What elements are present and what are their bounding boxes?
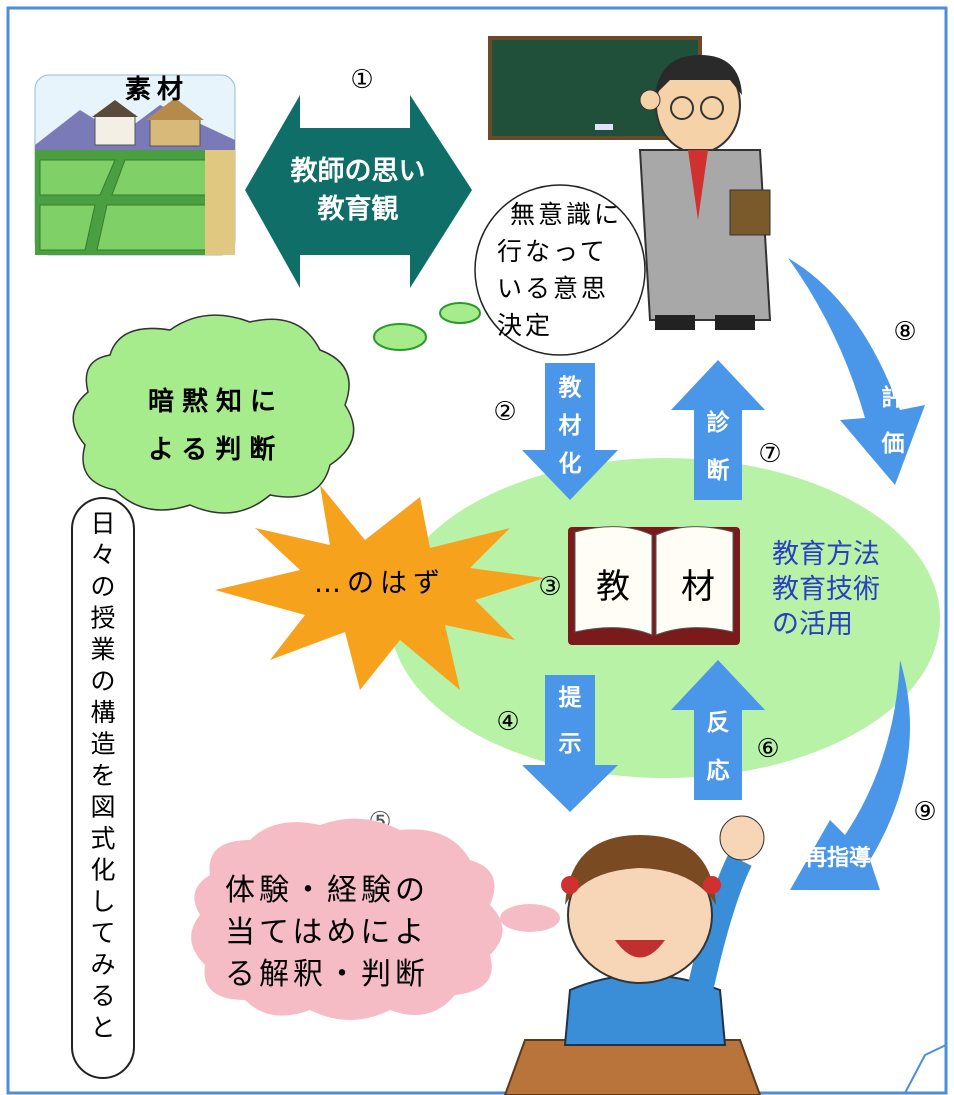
vertical-caption-char: を bbox=[90, 761, 115, 790]
experience-line-1: 体験・経験の bbox=[225, 873, 429, 908]
teacher-illustration bbox=[638, 55, 772, 330]
arrow-hanno bbox=[671, 660, 765, 800]
textbook-icon bbox=[568, 526, 740, 645]
vertical-caption-char: 業 bbox=[90, 635, 115, 664]
experience-cloud-tail bbox=[500, 904, 560, 932]
vertical-caption-char: 化 bbox=[90, 856, 115, 885]
unconscious-line-4: 決定 bbox=[497, 311, 553, 340]
vertical-caption-char: し bbox=[90, 887, 115, 916]
arrow-label-kyozaika: 材 bbox=[559, 413, 582, 439]
vertical-caption-char: 々 bbox=[90, 541, 115, 570]
arrow-label-hanno: 反 bbox=[707, 710, 730, 736]
material-label: 素材 bbox=[125, 75, 189, 105]
methods-line-2: 教育技術 bbox=[772, 574, 880, 605]
methods-line-3: の活用 bbox=[772, 609, 853, 640]
vertical-caption-char: み bbox=[90, 950, 115, 979]
vertical-caption-char: 構 bbox=[90, 698, 115, 727]
assumption-burst bbox=[215, 485, 545, 690]
vertical-caption-char: の bbox=[90, 572, 115, 601]
vertical-caption-char: 授 bbox=[90, 604, 115, 633]
step-number-4: ④ bbox=[496, 707, 519, 737]
step-number-2: ② bbox=[493, 397, 516, 427]
vertical-caption-char: 式 bbox=[90, 824, 115, 853]
page-curl bbox=[904, 1044, 947, 1094]
teacher-view-line2: 教育観 bbox=[318, 193, 399, 225]
experience-line-2: 当てはめによ bbox=[225, 915, 428, 950]
vertical-caption-char: 図 bbox=[90, 793, 115, 822]
step-number-6: ⑥ bbox=[756, 734, 779, 764]
teacher-view-double-arrow bbox=[245, 95, 472, 288]
arrow-label-kyozaika: 化 bbox=[559, 450, 582, 477]
arrow-label-shindan: 断 bbox=[707, 457, 730, 484]
arrow-label-hyoka: 評 bbox=[882, 384, 905, 411]
tacit-knowledge-cloud bbox=[72, 314, 355, 514]
arrow-label-teiji: 示 bbox=[559, 731, 582, 757]
arrow-label-teiji: 提 bbox=[559, 684, 583, 711]
arrow-kyozaika bbox=[522, 363, 618, 500]
step-number-3: ③ bbox=[538, 572, 561, 602]
tacit-line-2: よる判断 bbox=[148, 434, 283, 465]
vertical-caption-char: 造 bbox=[90, 730, 115, 759]
vertical-caption-char: 日 bbox=[90, 509, 115, 538]
vertical-caption-char: の bbox=[90, 667, 115, 696]
arrow-shindan bbox=[671, 360, 765, 500]
arrow-label-kyozaika: 教 bbox=[559, 374, 583, 401]
unconscious-line-3: いる意思 bbox=[497, 274, 609, 303]
textbook-left-char: 教 bbox=[596, 567, 630, 607]
unconscious-decision-text: 無意識に 行なって いる意思 決定 bbox=[497, 200, 622, 340]
tacit-line-1: 暗黙知に bbox=[148, 387, 284, 417]
step-number-1: ① bbox=[350, 65, 373, 95]
vertical-caption-char: て bbox=[90, 919, 115, 948]
unconscious-line-1: 無意識に bbox=[510, 200, 622, 229]
step-number-7: ⑦ bbox=[758, 439, 781, 469]
unconscious-line-2: 行なって bbox=[497, 237, 608, 266]
thought-dot-medium bbox=[373, 323, 427, 351]
saishido-label: 再指導 bbox=[805, 845, 871, 871]
experience-cloud bbox=[191, 818, 503, 1020]
step-number-8: ⑧ bbox=[893, 317, 916, 347]
vertical-caption-char: と bbox=[90, 1013, 115, 1042]
arrow-teiji bbox=[522, 675, 618, 812]
vertical-caption-char: る bbox=[90, 982, 115, 1011]
assumption-text: …のはず bbox=[314, 568, 446, 599]
thought-dot-small bbox=[439, 302, 481, 324]
material-illustration bbox=[34, 74, 236, 256]
arrow-label-shindan: 診 bbox=[707, 409, 731, 436]
student-illustration bbox=[503, 815, 765, 1095]
experience-line-3: る解釈・判断 bbox=[225, 957, 429, 992]
methods-line-1: 教育方法 bbox=[772, 539, 880, 570]
arrow-hyoka bbox=[788, 258, 925, 485]
vertical-caption-capsule bbox=[71, 497, 135, 1079]
arrow-saishido bbox=[790, 660, 910, 890]
teacher-view-line1: 教師の思い bbox=[291, 156, 426, 187]
arrow-label-hyoka: 価 bbox=[881, 431, 905, 457]
arrow-label-hanno: 応 bbox=[707, 757, 730, 784]
step-number-9: ⑨ bbox=[913, 797, 936, 827]
textbook-right-char: 材 bbox=[681, 567, 715, 607]
unconscious-decision-bubble bbox=[474, 184, 646, 356]
